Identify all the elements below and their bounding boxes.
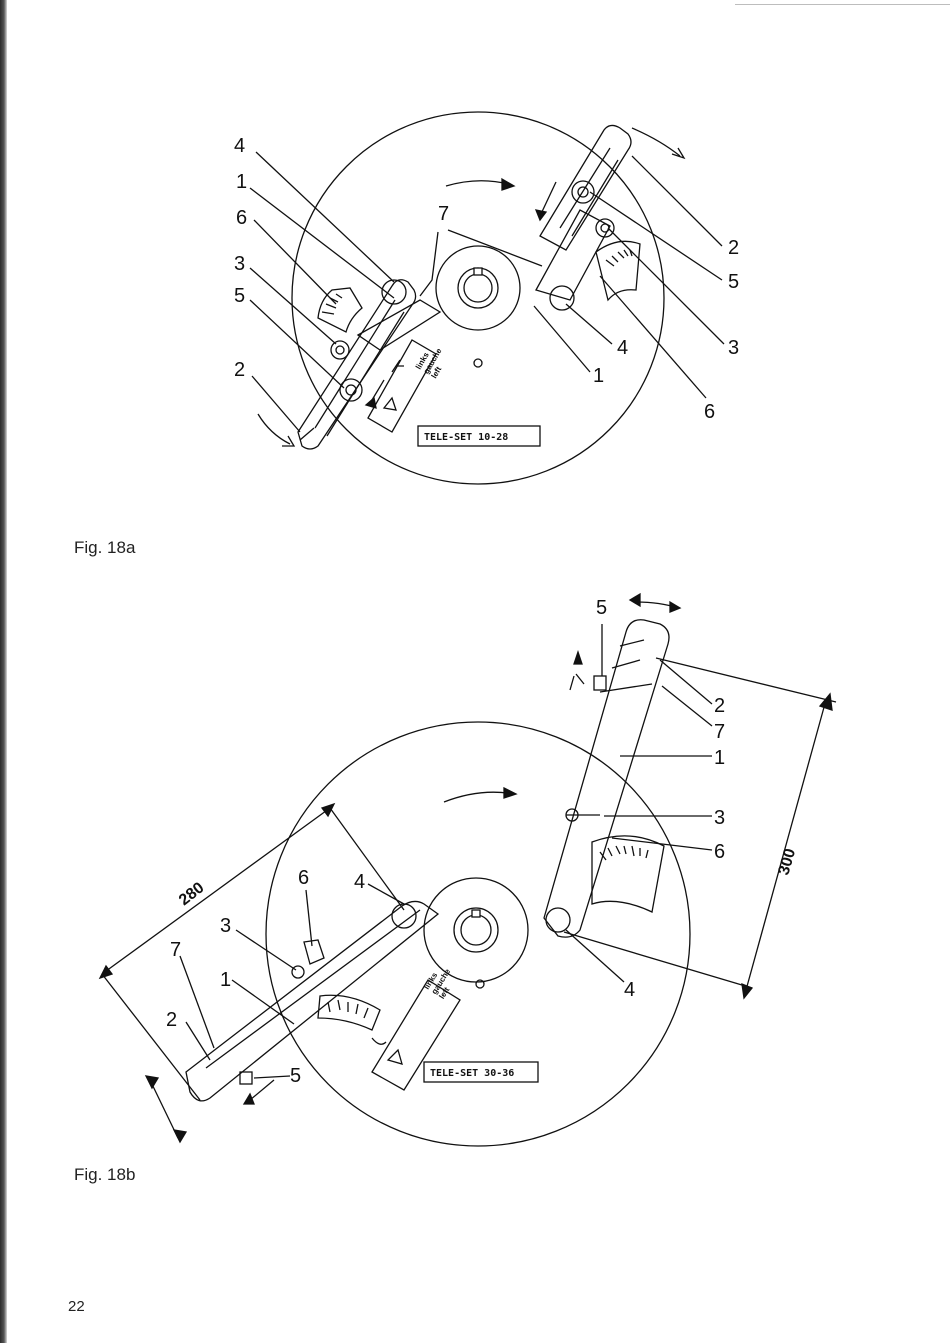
lock-screw-upper <box>331 341 349 359</box>
label-1-right: 1 <box>593 365 604 387</box>
right-long-arm <box>544 594 680 937</box>
figure-18b-diagram: 5 2 7 1 3 6 4 6 4 3 7 1 2 5 280 300 link… <box>0 560 950 1160</box>
leader-2-left <box>252 376 300 432</box>
label-3-right: 3 <box>728 337 739 359</box>
page-number: 22 <box>68 1298 85 1315</box>
hub-outer <box>424 878 528 982</box>
label-5-right: 5 <box>728 271 739 293</box>
label-2-left: 2 <box>166 1009 177 1031</box>
label-1-left: 1 <box>236 171 247 193</box>
left-tool-arm <box>258 280 440 449</box>
label-4-right: 4 <box>617 337 628 359</box>
label-7-left: 7 <box>170 939 181 961</box>
lock-nut-top <box>594 676 606 690</box>
label-5-bottom: 5 <box>290 1065 301 1087</box>
label-1: 1 <box>714 747 725 769</box>
lock-nut-bottom <box>240 1072 252 1084</box>
leader-4-right <box>566 930 624 982</box>
leader-1-left <box>232 980 294 1024</box>
label-7: 7 <box>714 721 725 743</box>
left-long-arm <box>146 901 460 1142</box>
label-1-left: 1 <box>220 969 231 991</box>
label-3-left: 3 <box>234 253 245 275</box>
label-2: 2 <box>714 695 725 717</box>
figure-18a-diagram: 4 1 6 3 5 2 2 5 3 4 1 6 7 links gauche l… <box>0 0 950 540</box>
leader-7 <box>662 686 712 726</box>
label-3: 3 <box>714 807 725 829</box>
label-2-left: 2 <box>234 359 245 381</box>
small-hole <box>474 359 482 367</box>
plate-text-a: TELE-SET 10-28 <box>424 432 508 443</box>
label-4-right: 4 <box>624 979 635 1001</box>
dimension-label-280: 280 <box>176 879 208 909</box>
leader-3-right <box>608 228 724 344</box>
leader-7-left <box>180 956 214 1048</box>
leader-6-left <box>306 890 312 946</box>
caption-fig-18a: Fig. 18a <box>74 538 135 558</box>
label-4-left: 4 <box>354 871 365 893</box>
leader-6 <box>612 838 712 850</box>
leader-4-right <box>566 304 612 344</box>
leader-6-left <box>254 220 336 304</box>
label-4-left: 4 <box>234 135 245 157</box>
hub-outer <box>436 246 520 330</box>
leader-1-right <box>534 306 590 372</box>
leader-7 <box>448 230 542 266</box>
dimension-300 <box>564 658 836 998</box>
label-6-left: 6 <box>298 867 309 889</box>
label-5-left: 5 <box>234 285 245 307</box>
leader-4-left <box>256 152 394 282</box>
label-6-left: 6 <box>236 207 247 229</box>
label-5-top: 5 <box>596 597 607 619</box>
disc <box>292 112 664 484</box>
leader-6-right <box>600 276 706 398</box>
leader-2-right <box>632 156 722 246</box>
leader-1-left <box>250 188 394 298</box>
label-3-left: 3 <box>220 915 231 937</box>
label-2-right: 2 <box>728 237 739 259</box>
leader-5-bottom <box>254 1076 290 1078</box>
dimension-label-300: 300 <box>776 847 800 877</box>
leader-4-left <box>368 884 404 904</box>
caption-fig-18b: Fig. 18b <box>74 1165 135 1185</box>
label-6-right: 6 <box>704 401 715 423</box>
label-6: 6 <box>714 841 725 863</box>
label-7-center: 7 <box>438 203 449 225</box>
leader-2 <box>660 660 712 704</box>
plate-text-b: TELE-SET 30-36 <box>430 1068 514 1079</box>
dimension-280 <box>100 804 404 1100</box>
